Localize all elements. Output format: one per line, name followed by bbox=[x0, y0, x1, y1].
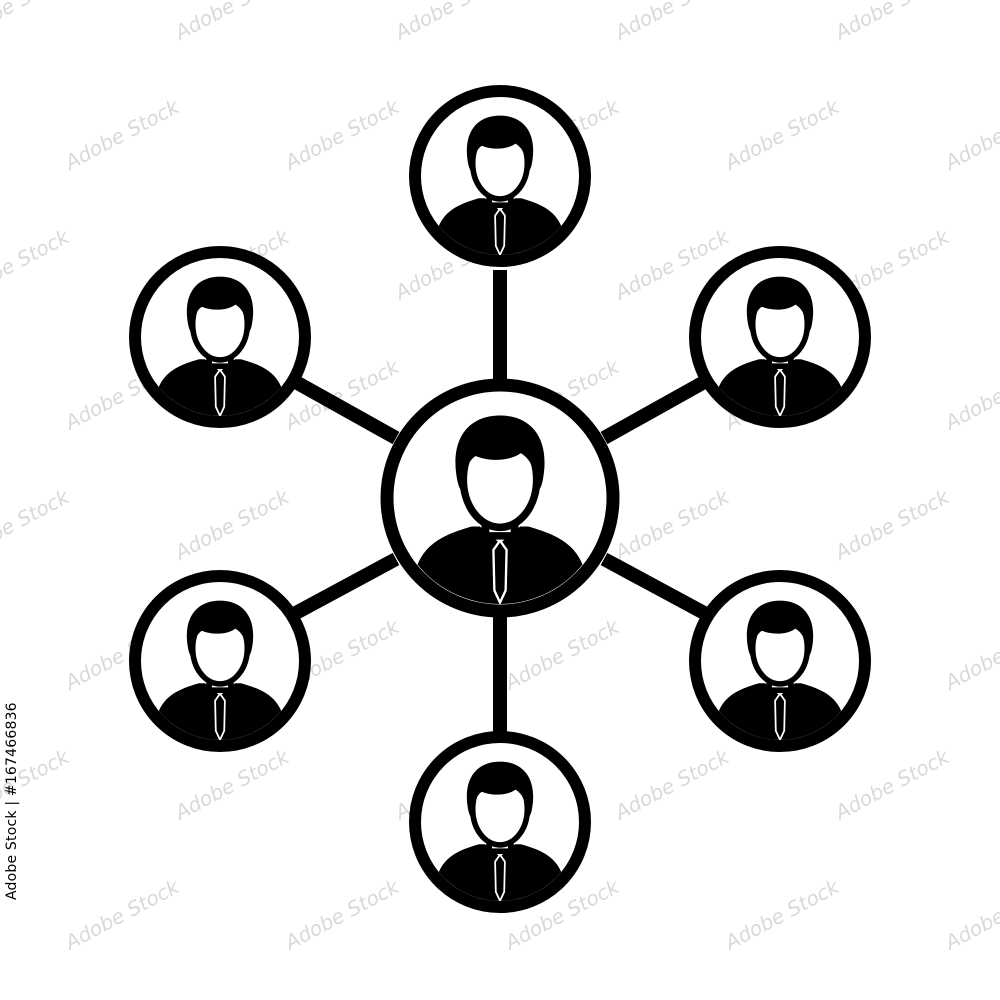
node-lower-left bbox=[129, 570, 311, 752]
node-bottom bbox=[409, 731, 591, 913]
node-top bbox=[409, 85, 591, 267]
connector-lines bbox=[290, 270, 710, 732]
connector-line-upper-right bbox=[600, 374, 710, 445]
stock-id-label: Adobe Stock | #167466836 bbox=[4, 702, 20, 900]
node-upper-left bbox=[129, 246, 311, 428]
connector-line-lower-left bbox=[290, 552, 400, 621]
connector-line-lower-right bbox=[600, 552, 710, 621]
center-node bbox=[380, 378, 620, 618]
connector-line-upper-left bbox=[290, 374, 400, 445]
node-upper-right bbox=[689, 246, 871, 428]
node-lower-right bbox=[689, 570, 871, 752]
